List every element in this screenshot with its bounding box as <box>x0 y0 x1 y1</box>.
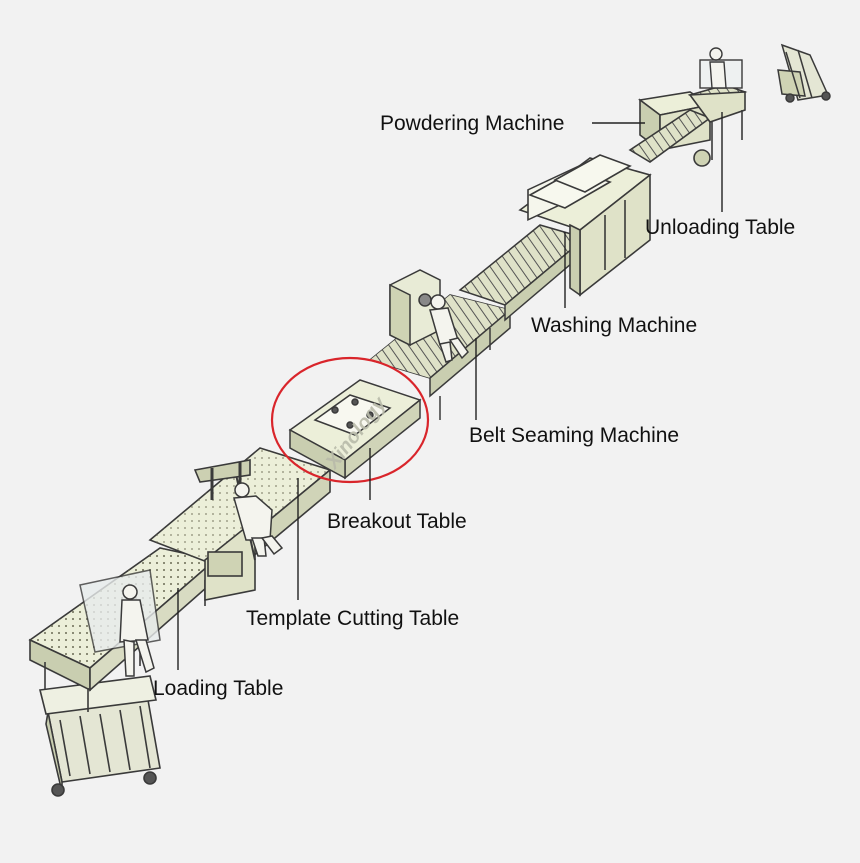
label-unloading-table: Unloading Table <box>645 216 796 239</box>
label-breakout-table: Breakout Table <box>327 510 467 533</box>
breakout-table <box>288 379 422 480</box>
label-loading-table: Loading Table <box>153 677 284 700</box>
worker-cutting <box>233 482 284 557</box>
leader-lines <box>177 112 723 670</box>
label-template-cutting-table: Template Cutting Table <box>246 607 460 630</box>
washing-machine <box>518 154 652 297</box>
label-washing-machine: Washing Machine <box>531 314 698 337</box>
worker-loading <box>79 569 161 677</box>
glass-rack-top-right <box>777 43 831 103</box>
worker-seaming <box>429 294 469 363</box>
glass-rack-bottom-left <box>39 675 161 797</box>
worker-unloading <box>699 47 743 89</box>
powdering-machine <box>628 91 713 163</box>
unloading-table <box>687 84 748 167</box>
label-belt-seaming-machine: Belt Seaming Machine <box>469 424 680 447</box>
label-powdering-machine: Powdering Machine <box>380 112 565 135</box>
highlight-circle <box>270 356 430 484</box>
